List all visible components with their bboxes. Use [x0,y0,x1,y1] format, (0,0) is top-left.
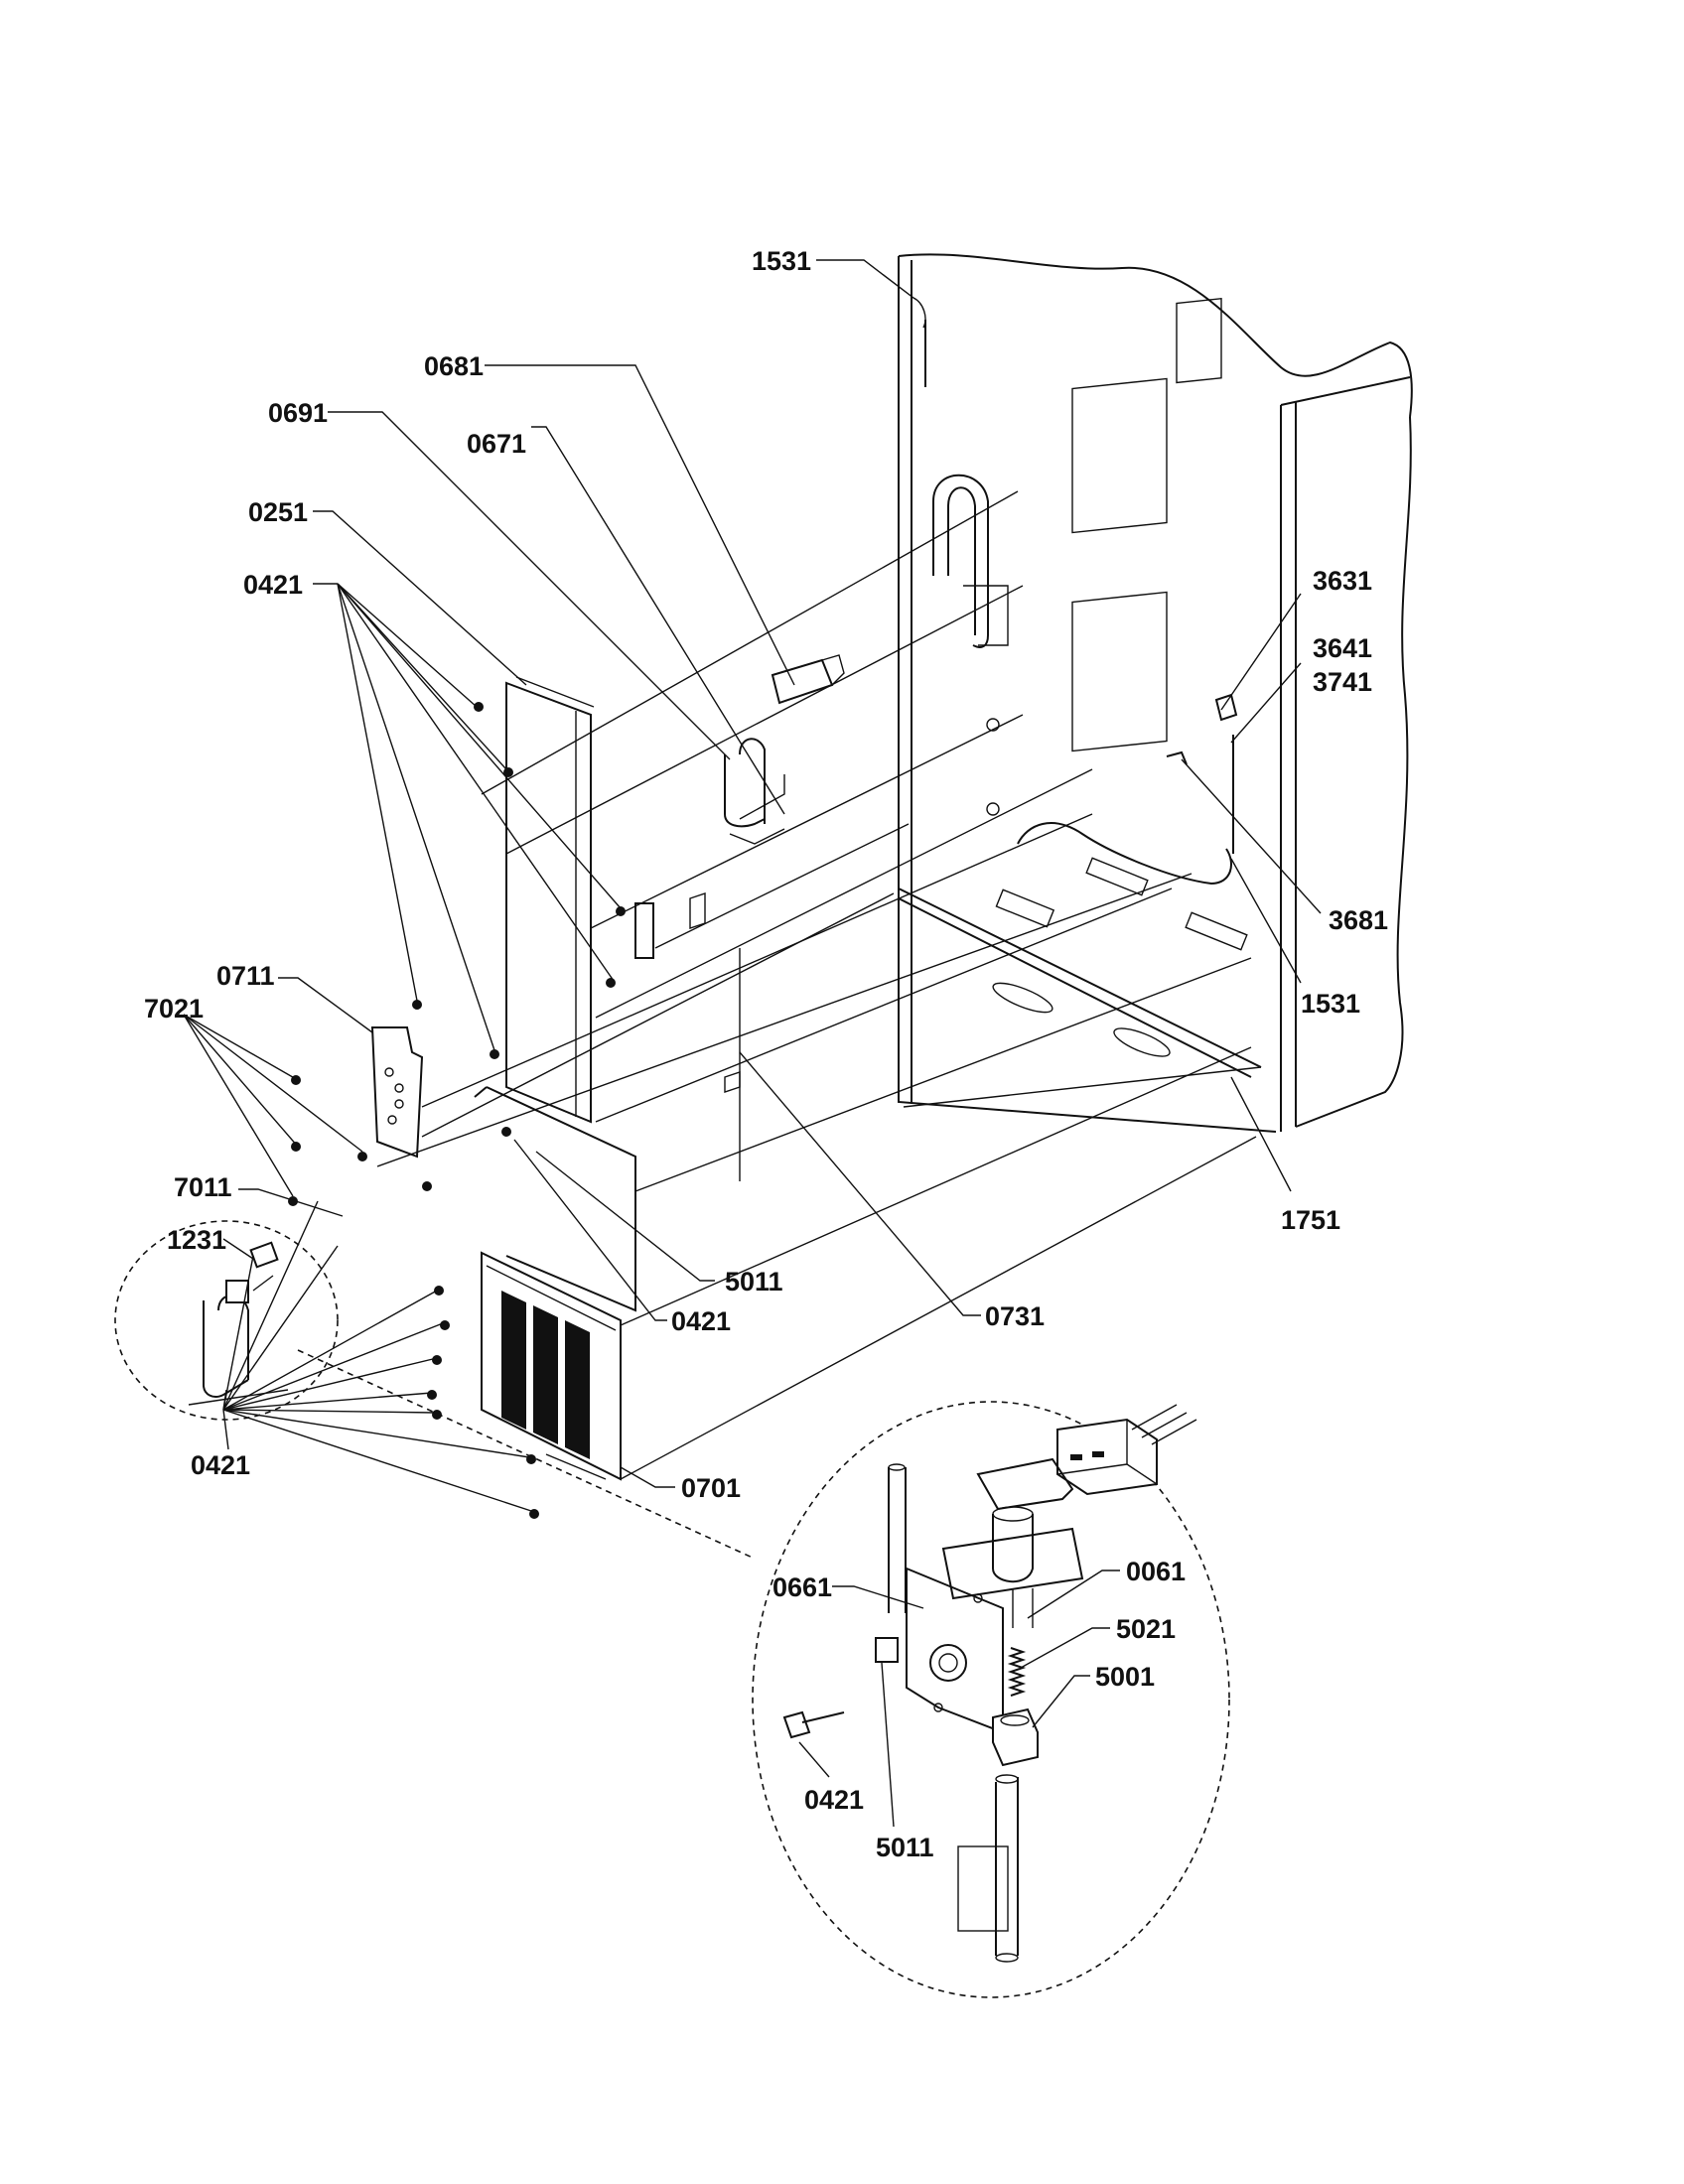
callout-5021: 5021 [1116,1614,1176,1644]
screw [474,702,484,712]
callout-1531-top: 1531 [752,246,811,276]
screw [606,978,616,988]
nut-5001 [992,1707,1039,1767]
kickplate-5011 [474,1086,636,1312]
screw [529,1509,539,1519]
cabinet-back-wall [898,253,1413,1133]
callout-0691: 0691 [268,398,328,428]
screw [412,1000,422,1010]
screw [291,1142,301,1152]
bracket-0711 [370,1026,424,1159]
bracket-left [634,892,741,1181]
screw-0421 [782,1710,845,1739]
screw [427,1390,437,1400]
screw [422,1181,432,1191]
part-callouts: 1531 0681 0691 0671 0251 0421 3631 3641 … [144,246,1388,1862]
spring-5021 [1007,1647,1027,1697]
callout-5011-circle: 5011 [876,1833,934,1862]
callout-0061: 0061 [1126,1557,1186,1586]
callout-3681: 3681 [1329,905,1388,935]
callout-1751: 1751 [1281,1205,1340,1235]
screw [440,1320,450,1330]
screws [288,702,626,1519]
callout-0251: 0251 [248,497,308,527]
screw [357,1152,367,1161]
fill-tube [875,1463,907,1663]
callout-0421-circle: 0421 [804,1785,864,1815]
lower-tube [957,1774,1019,1963]
callout-0421-lower: 0421 [191,1450,250,1480]
callout-0731: 0731 [985,1301,1045,1331]
explode-guide-lines [376,490,1262,1480]
callout-3641: 3641 [1313,633,1372,663]
detail-circle-large [297,1349,1230,1998]
callout-3631: 3631 [1313,566,1372,596]
screw [501,1127,511,1137]
screw [503,767,513,777]
callout-0711: 0711 [216,961,275,991]
wire-connector [1056,1404,1197,1496]
callout-5001: 5001 [1095,1662,1155,1692]
detail-circle-small [114,1220,339,1421]
screw [432,1355,442,1365]
callout-0421-top: 0421 [243,570,303,600]
bracket-0691 [724,738,785,845]
callout-5011-mid: 5011 [725,1267,783,1297]
callout-0681: 0681 [424,351,484,381]
grille-vents [501,1291,590,1459]
callout-0661: 0661 [772,1572,832,1602]
grille-0701 [481,1251,622,1481]
water-tubing [932,474,1232,886]
mounting-bracket-0661 [906,1567,1004,1734]
callout-0701: 0701 [681,1473,741,1503]
callout-1231: 1231 [167,1225,226,1255]
panel-0251 [505,676,595,1124]
callout-1531-right: 1531 [1301,989,1360,1019]
screw [616,906,626,916]
callout-7021: 7021 [144,994,204,1024]
solenoid-valve-0061 [941,1457,1084,1628]
callout-0421-mid: 0421 [671,1306,731,1336]
screw [490,1049,499,1059]
screw [434,1286,444,1296]
callout-0671: 0671 [467,429,526,459]
callout-3741: 3741 [1313,667,1372,697]
callout-7011: 7011 [174,1172,232,1202]
leader-lines [183,259,1322,1828]
screw [288,1196,298,1206]
